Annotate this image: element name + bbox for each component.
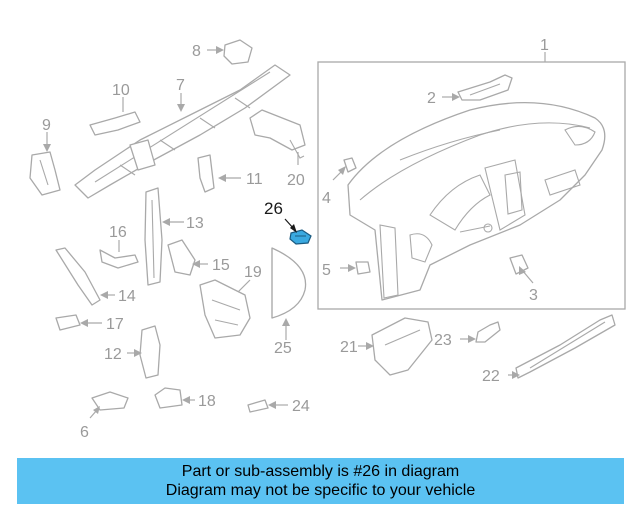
part-9	[29, 151, 61, 196]
part-20	[249, 109, 306, 159]
callout-5: 5	[322, 262, 331, 279]
part-14	[55, 247, 101, 306]
callout-9: 9	[42, 117, 51, 134]
banner-line-2: Diagram may not be specific to your vehi…	[165, 482, 476, 499]
callout-1: 1	[540, 37, 549, 54]
callout-13: 13	[186, 215, 204, 232]
instrument-panel-frame	[317, 61, 626, 310]
callout-15: 15	[212, 257, 230, 274]
callout-18: 18	[198, 393, 216, 410]
callout-2: 2	[427, 90, 436, 107]
callout-25: 25	[274, 340, 292, 357]
part-22	[515, 314, 616, 379]
part-3	[509, 254, 529, 275]
callout-8: 8	[192, 43, 201, 60]
part-23	[475, 321, 501, 343]
part-16	[99, 249, 139, 269]
callout-6: 6	[80, 424, 89, 441]
callout-3: 3	[529, 287, 538, 304]
part-19	[199, 279, 251, 339]
part-17	[55, 314, 81, 331]
instrument-panel	[347, 101, 606, 301]
info-banner: Part or sub-assembly is #26 in diagram D…	[17, 458, 624, 504]
part-24	[247, 399, 269, 413]
parts-diagram: 1 2 3 4 5	[29, 37, 626, 441]
callout-19: 19	[244, 264, 262, 281]
part-10	[89, 111, 141, 136]
part-6	[91, 391, 129, 411]
callout-14: 14	[118, 288, 136, 305]
callout-23: 23	[434, 332, 452, 349]
callout-7: 7	[176, 77, 185, 94]
callout-20: 20	[287, 172, 305, 189]
callout-10: 10	[112, 82, 130, 99]
part-18	[154, 387, 183, 409]
part-5	[355, 261, 371, 275]
part-13	[144, 187, 163, 286]
callout-22: 22	[482, 368, 500, 385]
callout-17: 17	[106, 316, 124, 333]
part-11	[197, 154, 215, 193]
part-15	[167, 239, 196, 276]
part-8	[223, 39, 253, 65]
part-12	[139, 325, 161, 379]
callout-12: 12	[104, 346, 122, 363]
callout-24: 24	[292, 398, 310, 415]
part-4	[343, 157, 357, 173]
part-21	[371, 317, 433, 376]
callout-26: 26	[264, 199, 283, 218]
part-25	[271, 247, 307, 319]
part-2	[457, 74, 513, 101]
callout-11: 11	[246, 171, 263, 188]
callout-4: 4	[322, 190, 331, 207]
part-7	[74, 64, 291, 199]
part-26-highlighted	[289, 229, 312, 245]
banner-line-1: Part or sub-assembly is #26 in diagram	[181, 463, 460, 480]
callout-16: 16	[109, 224, 127, 241]
callout-21: 21	[340, 339, 358, 356]
